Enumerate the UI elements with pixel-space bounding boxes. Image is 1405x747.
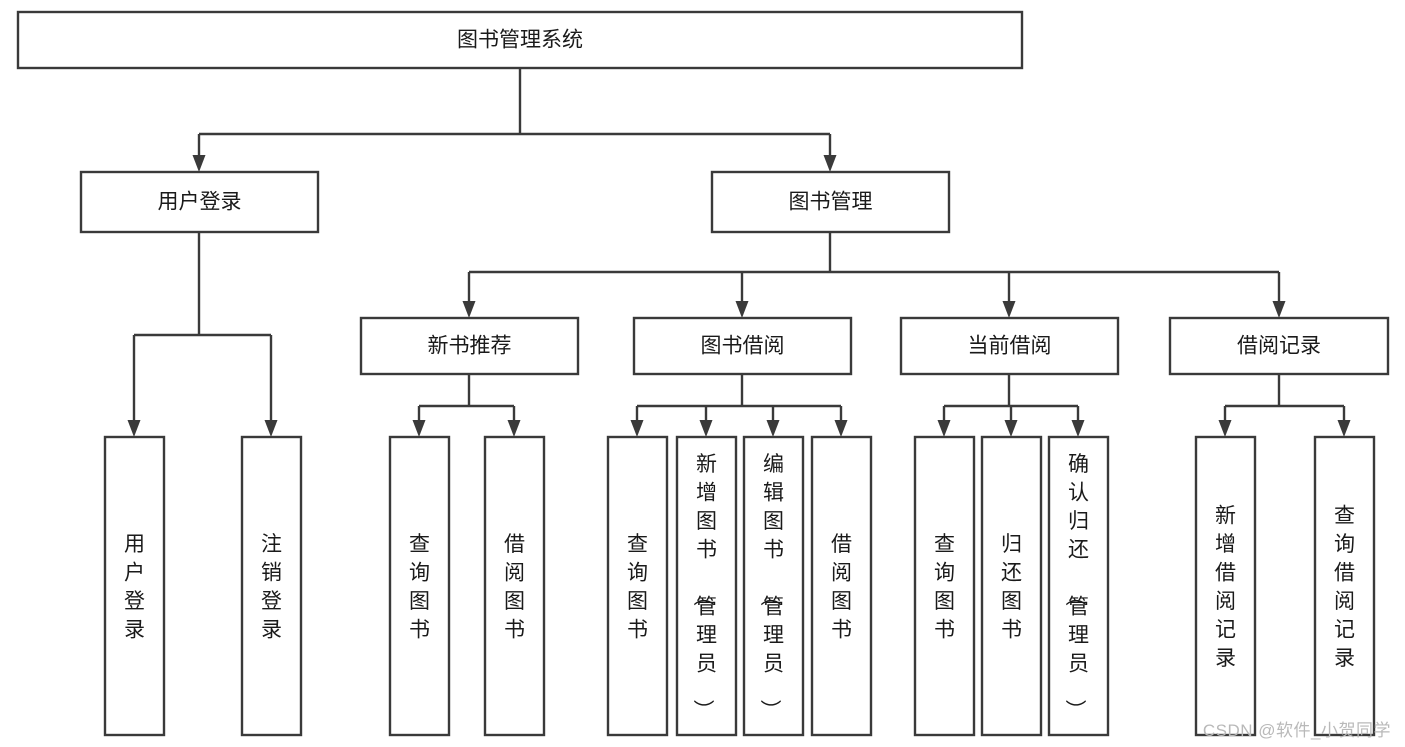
node-box[interactable] xyxy=(1047,435,1110,737)
node-label: 用户登录 xyxy=(124,533,145,642)
arrow-head-icon xyxy=(127,420,141,437)
node-label: 确认归还（管理员） xyxy=(1063,453,1089,720)
node-leaf-add-book-admin[interactable]: 新增图书（管理员） xyxy=(675,435,738,737)
arrow-head-icon xyxy=(823,155,837,172)
node-label: 编辑图书（管理员） xyxy=(758,453,784,720)
node-box[interactable] xyxy=(359,316,580,376)
node-box[interactable] xyxy=(1194,435,1257,737)
node-box[interactable] xyxy=(16,10,1024,70)
node-box[interactable] xyxy=(980,435,1043,737)
node-label: 查询图书 xyxy=(409,533,430,642)
node-label: 借阅记录 xyxy=(1237,335,1321,358)
node-label: 图书管理系统 xyxy=(457,29,583,52)
node-leaf-query-borrow-record[interactable]: 查询借阅记录 xyxy=(1313,435,1376,737)
node-leaf-user-login[interactable]: 用户登录 xyxy=(103,435,166,737)
node-box[interactable] xyxy=(632,316,853,376)
node-book-borrow[interactable]: 图书借阅 xyxy=(632,316,853,376)
connector-new-book-recommend xyxy=(412,374,521,437)
arrow-head-icon xyxy=(766,420,780,437)
arrow-head-icon xyxy=(937,420,951,437)
node-label: 新增借阅记录 xyxy=(1215,505,1236,671)
node-label: 注销登录 xyxy=(261,533,282,642)
node-new-book-recommend[interactable]: 新书推荐 xyxy=(359,316,580,376)
connector-layer xyxy=(127,68,1351,437)
node-box[interactable] xyxy=(606,435,669,737)
node-leaf-query-book-borrow[interactable]: 查询图书 xyxy=(606,435,669,737)
node-label: 查询图书 xyxy=(627,533,648,642)
node-label: 新增图书（管理员） xyxy=(691,453,717,720)
node-label: 查询图书 xyxy=(934,533,955,642)
arrow-head-icon xyxy=(735,301,749,318)
node-box[interactable] xyxy=(1313,435,1376,737)
node-box[interactable] xyxy=(388,435,451,737)
node-box[interactable] xyxy=(742,435,805,737)
node-box[interactable] xyxy=(103,435,166,737)
arrow-head-icon xyxy=(1218,420,1232,437)
arrow-head-icon xyxy=(1004,420,1018,437)
connector-book-manage xyxy=(462,232,1286,318)
node-book-manage[interactable]: 图书管理 xyxy=(710,170,951,234)
node-label: 用户登录 xyxy=(158,191,242,214)
arrow-head-icon xyxy=(1337,420,1351,437)
arrow-head-icon xyxy=(1002,301,1016,318)
node-box[interactable] xyxy=(483,435,546,737)
node-root[interactable]: 图书管理系统 xyxy=(16,10,1024,70)
node-label: 图书借阅 xyxy=(701,335,785,358)
arrow-head-icon xyxy=(630,420,644,437)
node-leaf-add-borrow-record[interactable]: 新增借阅记录 xyxy=(1194,435,1257,737)
node-label: 借阅图书 xyxy=(504,533,525,642)
node-leaf-borrow-book-recommend[interactable]: 借阅图书 xyxy=(483,435,546,737)
arrow-head-icon xyxy=(462,301,476,318)
node-leaf-return-book[interactable]: 归还图书 xyxy=(980,435,1043,737)
node-user-login[interactable]: 用户登录 xyxy=(79,170,320,234)
arrow-head-icon xyxy=(1272,301,1286,318)
node-leaf-user-logout[interactable]: 注销登录 xyxy=(240,435,303,737)
node-leaf-query-book-recommend[interactable]: 查询图书 xyxy=(388,435,451,737)
node-box[interactable] xyxy=(913,435,976,737)
node-box[interactable] xyxy=(675,435,738,737)
node-leaf-edit-book-admin[interactable]: 编辑图书（管理员） xyxy=(742,435,805,737)
node-borrow-record[interactable]: 借阅记录 xyxy=(1168,316,1390,376)
arrow-head-icon xyxy=(412,420,426,437)
node-box[interactable] xyxy=(1168,316,1390,376)
connector-book-borrow xyxy=(630,374,848,437)
connector-user-login xyxy=(127,232,278,437)
arrow-head-icon xyxy=(264,420,278,437)
node-box[interactable] xyxy=(240,435,303,737)
node-box[interactable] xyxy=(79,170,320,234)
node-leaf-confirm-return-admin[interactable]: 确认归还（管理员） xyxy=(1047,435,1110,737)
arrow-head-icon xyxy=(699,420,713,437)
node-label: 新书推荐 xyxy=(428,335,512,358)
node-layer: 图书管理系统用户登录图书管理新书推荐图书借阅当前借阅借阅记录用户登录注销登录查询… xyxy=(16,10,1390,737)
connector-borrow-record xyxy=(1218,374,1351,437)
node-label: 查询借阅记录 xyxy=(1334,505,1355,671)
node-box[interactable] xyxy=(710,170,951,234)
node-box[interactable] xyxy=(810,435,873,737)
connector-root xyxy=(192,68,837,172)
node-label: 借阅图书 xyxy=(831,533,852,642)
node-label: 当前借阅 xyxy=(968,335,1052,358)
arrow-head-icon xyxy=(507,420,521,437)
arrow-head-icon xyxy=(192,155,206,172)
connector-current-borrow xyxy=(937,374,1085,437)
node-current-borrow[interactable]: 当前借阅 xyxy=(899,316,1120,376)
node-label: 归还图书 xyxy=(1001,533,1022,642)
arrow-head-icon xyxy=(834,420,848,437)
node-box[interactable] xyxy=(899,316,1120,376)
node-leaf-query-book-current[interactable]: 查询图书 xyxy=(913,435,976,737)
node-label: 图书管理 xyxy=(789,191,873,214)
node-leaf-borrow-book[interactable]: 借阅图书 xyxy=(810,435,873,737)
arrow-head-icon xyxy=(1071,420,1085,437)
